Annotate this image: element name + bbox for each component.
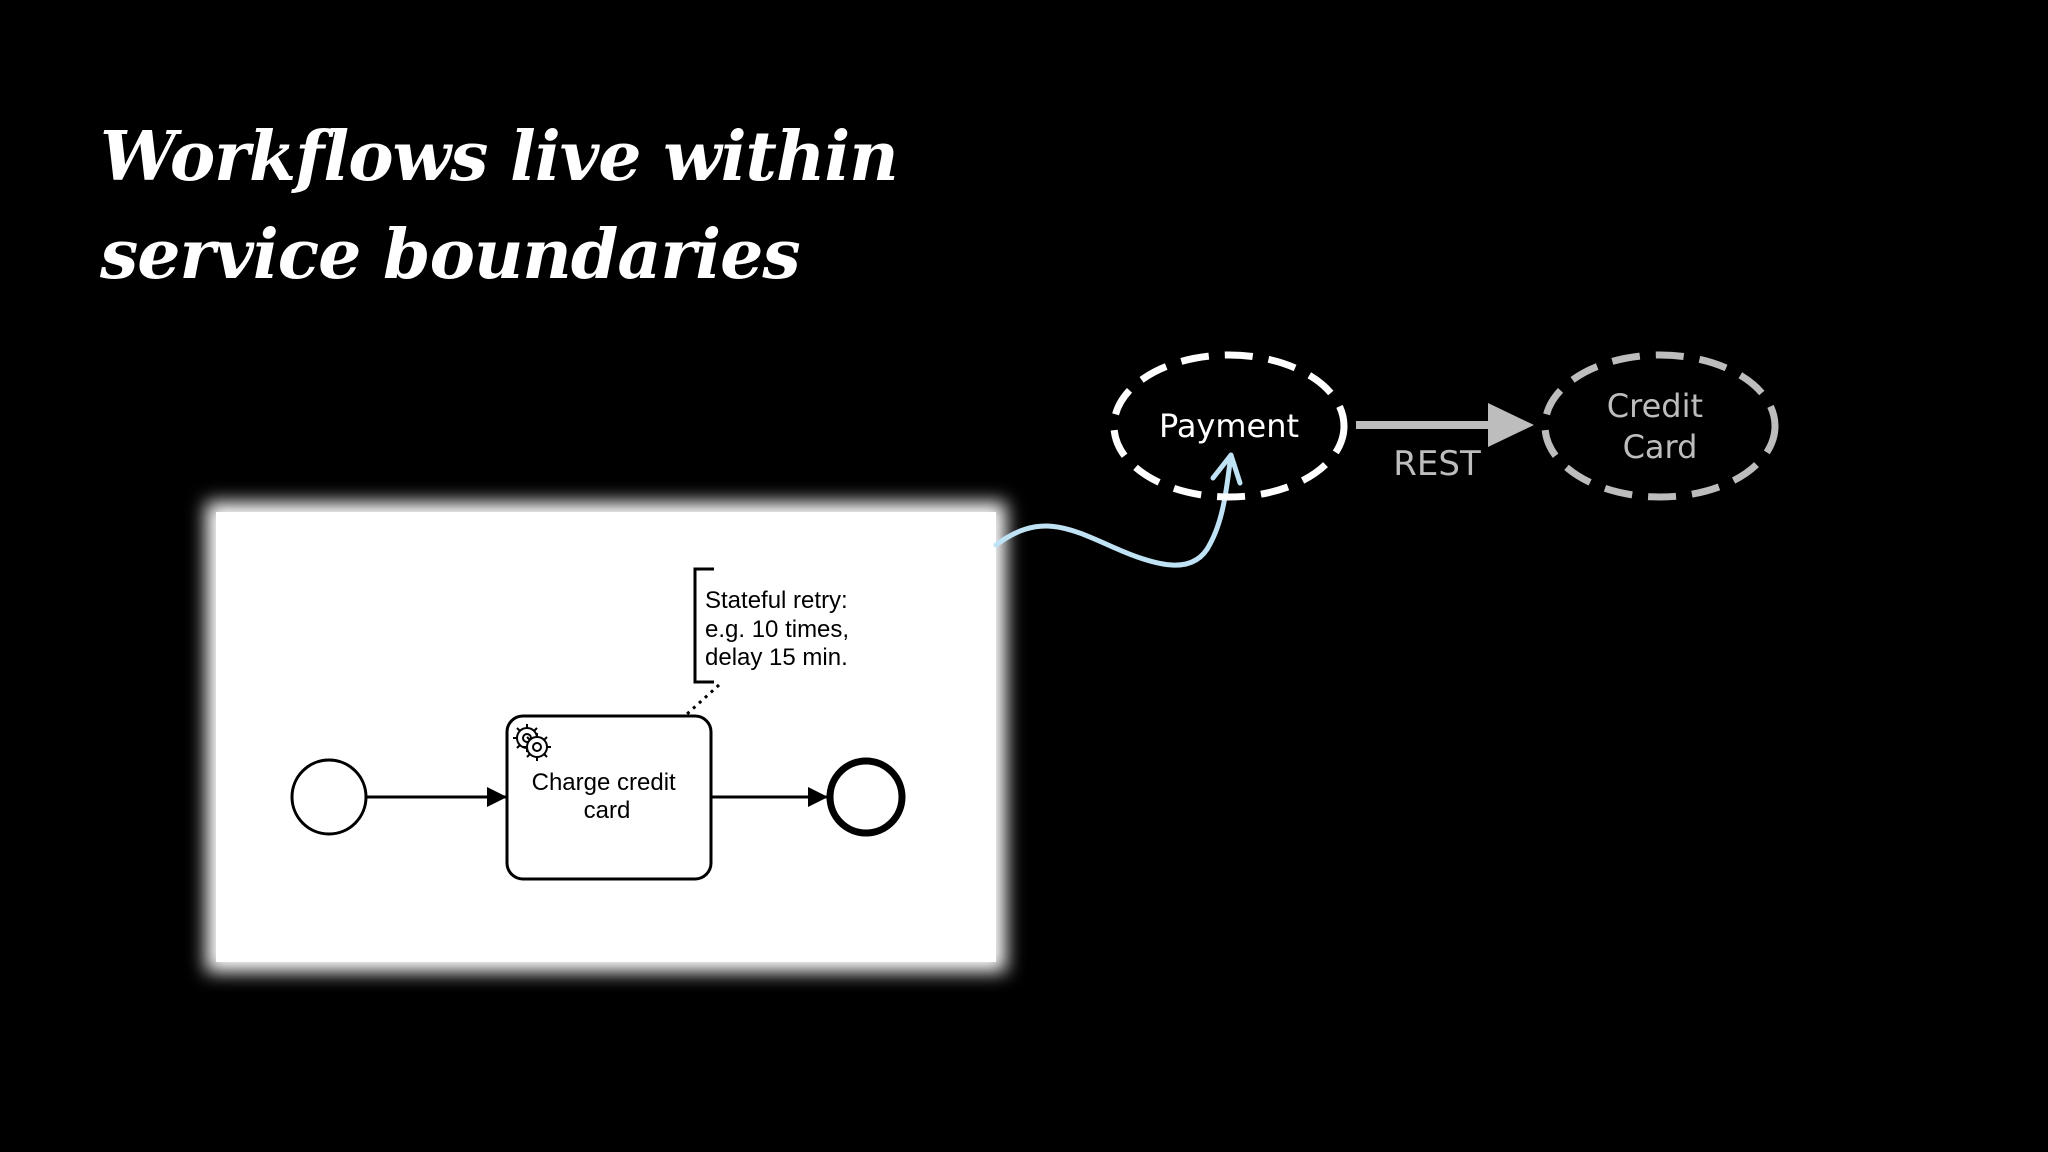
credit-card-service-label: Credit Card (1607, 387, 1713, 466)
rest-connection: REST (1356, 403, 1534, 484)
credit-card-service: Credit Card (1541, 351, 1779, 501)
slide-title: Workflows live within service boundaries (100, 108, 899, 304)
annotation-text: Stateful retry: e.g. 10 times, delay 15 … (705, 587, 856, 671)
annotation-line-1: Stateful retry: (705, 587, 848, 614)
payment-service-boundary (1110, 351, 1348, 501)
rest-label: REST (1393, 444, 1481, 484)
task-label-line-1: Charge credit (532, 769, 676, 796)
annotation-bracket (693, 567, 714, 684)
credit-card-label-line-2: Card (1623, 428, 1698, 466)
payment-service: Payment (1110, 351, 1348, 501)
pointer-arrow (993, 452, 1243, 568)
task-label: Charge credit card (532, 769, 683, 824)
start-event (290, 758, 368, 836)
credit-card-label-line-1: Credit (1607, 387, 1703, 425)
bpmn-diagram: Charge credit card Stateful retry: e.g. … (206, 502, 1006, 972)
credit-card-service-boundary (1541, 351, 1779, 501)
task-label-line-2: card (584, 797, 631, 824)
end-event (826, 757, 906, 837)
annotation-line-2: e.g. 10 times, (705, 616, 849, 643)
slide-title-line-1: Workflows live within (100, 117, 899, 197)
annotation-line-3: delay 15 min. (705, 644, 848, 671)
rest-arrow-head (1488, 403, 1534, 447)
slide-title-line-2: service boundaries (100, 215, 801, 295)
payment-service-label: Payment (1159, 407, 1299, 445)
gear-icon (513, 724, 551, 761)
